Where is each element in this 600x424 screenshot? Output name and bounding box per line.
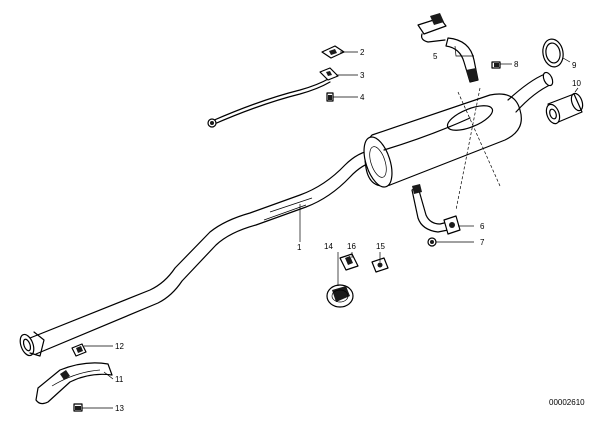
callout-12: 12 [115,342,124,351]
clip-nut [71,343,87,357]
callout-6: 6 [480,222,485,231]
front-exhaust-pipe [19,149,377,357]
callout-16: 16 [347,242,356,251]
sealing-ring [542,38,564,68]
callout-11: 11 [115,375,124,384]
sensor-mounting-parts [326,253,389,308]
callout-9: 9 [572,61,577,70]
callout-1: 1 [297,243,302,252]
callout-2: 2 [360,48,365,57]
rear-silencer [363,71,554,211]
oxygen-sensor-wiring [207,45,345,128]
callout-10: 10 [572,79,581,88]
tail-pipe-trim [545,92,584,125]
callout-labels: 1 2 3 4 5 6 7 8 9 10 11 12 13 14 15 16 [115,48,581,413]
callout-3: 3 [360,71,365,80]
lower-hanger-bracket [411,184,461,235]
hanger-nut [491,61,501,69]
upper-hanger-bracket [417,13,479,83]
callout-4: 4 [360,93,365,102]
heat-shield [35,362,113,405]
document-number: 00002610 [549,398,585,407]
callout-13: 13 [115,404,124,413]
callout-14: 14 [324,242,333,251]
callout-5: 5 [433,52,438,61]
callout-7: 7 [480,238,485,247]
callout-8: 8 [514,60,519,69]
callout-15: 15 [376,242,385,251]
hex-nut [427,237,437,247]
spring-clip [73,403,83,412]
leader-lines [82,45,579,409]
